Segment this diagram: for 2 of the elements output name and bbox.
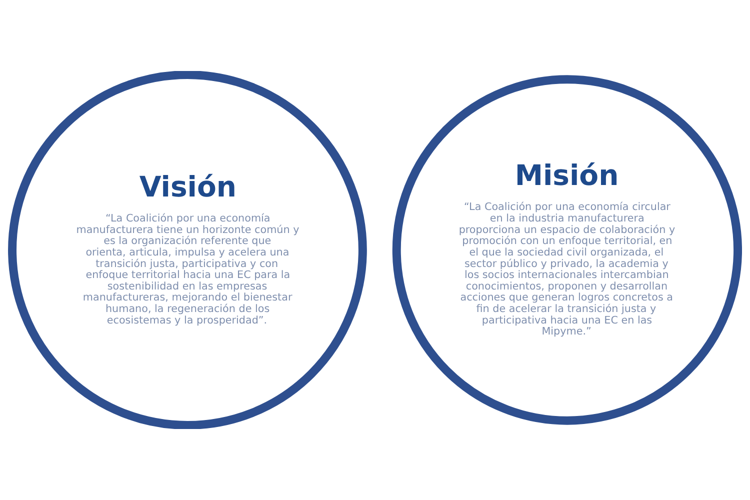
node-circle: Visión “La Coalición por una economía manufacturera tiene un horizonte común y es la organización referente que orienta, articula, impulsa y acelera una transición justa, participativa y con enfoque territorial hacia una EC para la sostenibilidad en las empresas manufactureras, mejorando el bienestar humano, la regeneración de los ecosistemas y la prosperidad”. <box>8 71 367 429</box>
node-circle: Misión “La Coalición por una economía circular en la industria manufacturera proporciona un espacio de colaboración y promoción con un enfoque territorial, en el que la sociedad civil organizada, el sector público y privado, la academia y los socios internacionales intercambian conocimientos, proponen y desarrollan acciones que generan logros concretos a fin de acelerar la transición justa y participativa hacia una EC en las Mipyme.” <box>392 75 742 425</box>
